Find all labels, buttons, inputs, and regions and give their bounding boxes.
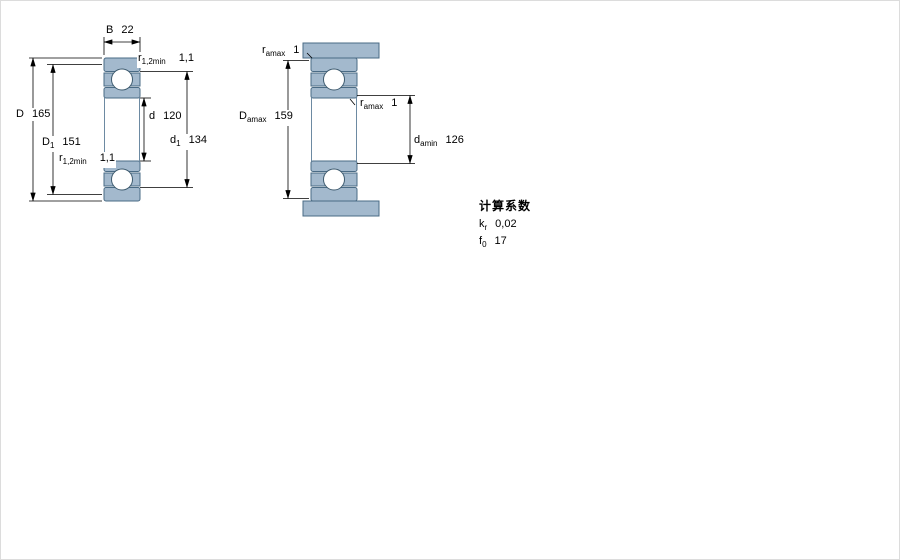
dim-label-ra-top: ramax 1 xyxy=(261,44,301,61)
dim-value: 159 xyxy=(274,110,293,122)
dim-subscript: amin xyxy=(420,139,438,149)
left-bearing-view xyxy=(29,37,193,202)
dim-label-Damax: Damax 159 xyxy=(238,110,294,127)
dim-value: 1 xyxy=(391,97,398,109)
dim-symbol: D xyxy=(239,110,247,122)
dim-value: 126 xyxy=(445,134,464,146)
factor-kr: kr 0,02 xyxy=(479,218,517,232)
factor-subscript: 0 xyxy=(482,240,487,250)
factor-symbol: f xyxy=(479,235,483,247)
dim-subscript: 1 xyxy=(49,141,55,151)
dim-value: 120 xyxy=(163,110,182,122)
shoulder-top xyxy=(302,42,380,59)
dim-label-d1: d1 134 xyxy=(169,134,208,151)
ball xyxy=(323,68,345,91)
dim-symbol: r xyxy=(138,52,142,64)
dim-subscript: 1,2min xyxy=(141,57,166,67)
dim-subscript: amax xyxy=(246,115,267,125)
dim-value: 165 xyxy=(31,108,51,120)
dim-label-D1: D1 151 xyxy=(41,136,82,153)
dim-symbol: d xyxy=(149,110,156,122)
bore-edge-lines xyxy=(311,98,357,161)
dim-label-B: B 22 xyxy=(105,24,135,37)
dim-subscript: 1 xyxy=(176,139,181,149)
shoulder-bottom xyxy=(302,200,380,217)
factor-value: 17 xyxy=(494,235,507,247)
dim-symbol: D xyxy=(16,108,24,120)
right-bearing-section xyxy=(310,57,358,202)
dim-symbol: d xyxy=(414,134,421,146)
bore-edge-lines xyxy=(104,98,140,161)
right-dimension-lines xyxy=(283,52,415,199)
dim-symbol: r xyxy=(360,97,364,109)
factor-subscript: r xyxy=(484,223,488,233)
dim-value: 1,1 xyxy=(99,152,115,164)
dim-value: 1,1 xyxy=(178,52,194,64)
dim-symbol: d xyxy=(170,134,177,146)
abutment-shoulders xyxy=(302,42,380,217)
factor-symbol: k xyxy=(479,218,485,230)
factor-f0: f0 17 xyxy=(479,235,507,249)
dim-value: 134 xyxy=(188,134,207,146)
dim-label-ra-mid: ramax 1 xyxy=(359,97,399,114)
dim-symbol: B xyxy=(106,24,114,36)
ball xyxy=(111,168,133,191)
dim-subscript: 1,2min xyxy=(62,157,87,167)
dim-label-r-bottom: r1,2min 1,1 xyxy=(58,152,116,169)
factor-value: 0,02 xyxy=(495,218,517,230)
dim-label-damin: damin 126 xyxy=(413,134,465,151)
ball xyxy=(111,68,133,91)
dim-symbol: r xyxy=(262,44,266,56)
right-bearing-view xyxy=(283,42,415,217)
dim-label-r-top: r1,2min 1,1 xyxy=(137,52,195,69)
ball xyxy=(323,168,345,191)
dim-label-D: D 165 xyxy=(15,108,52,121)
dim-value: 1 xyxy=(293,44,300,56)
dim-value: 22 xyxy=(121,24,134,36)
dim-label-d: d 120 xyxy=(148,110,183,123)
dim-subscript: amax xyxy=(363,102,384,112)
dim-symbol: D xyxy=(42,136,50,148)
left-dimension-lines xyxy=(29,37,193,202)
calc-factors-title: 计算系数 xyxy=(479,199,532,213)
dim-symbol: r xyxy=(59,152,63,164)
dim-subscript: amax xyxy=(265,49,286,59)
dim-value: 151 xyxy=(62,136,81,148)
